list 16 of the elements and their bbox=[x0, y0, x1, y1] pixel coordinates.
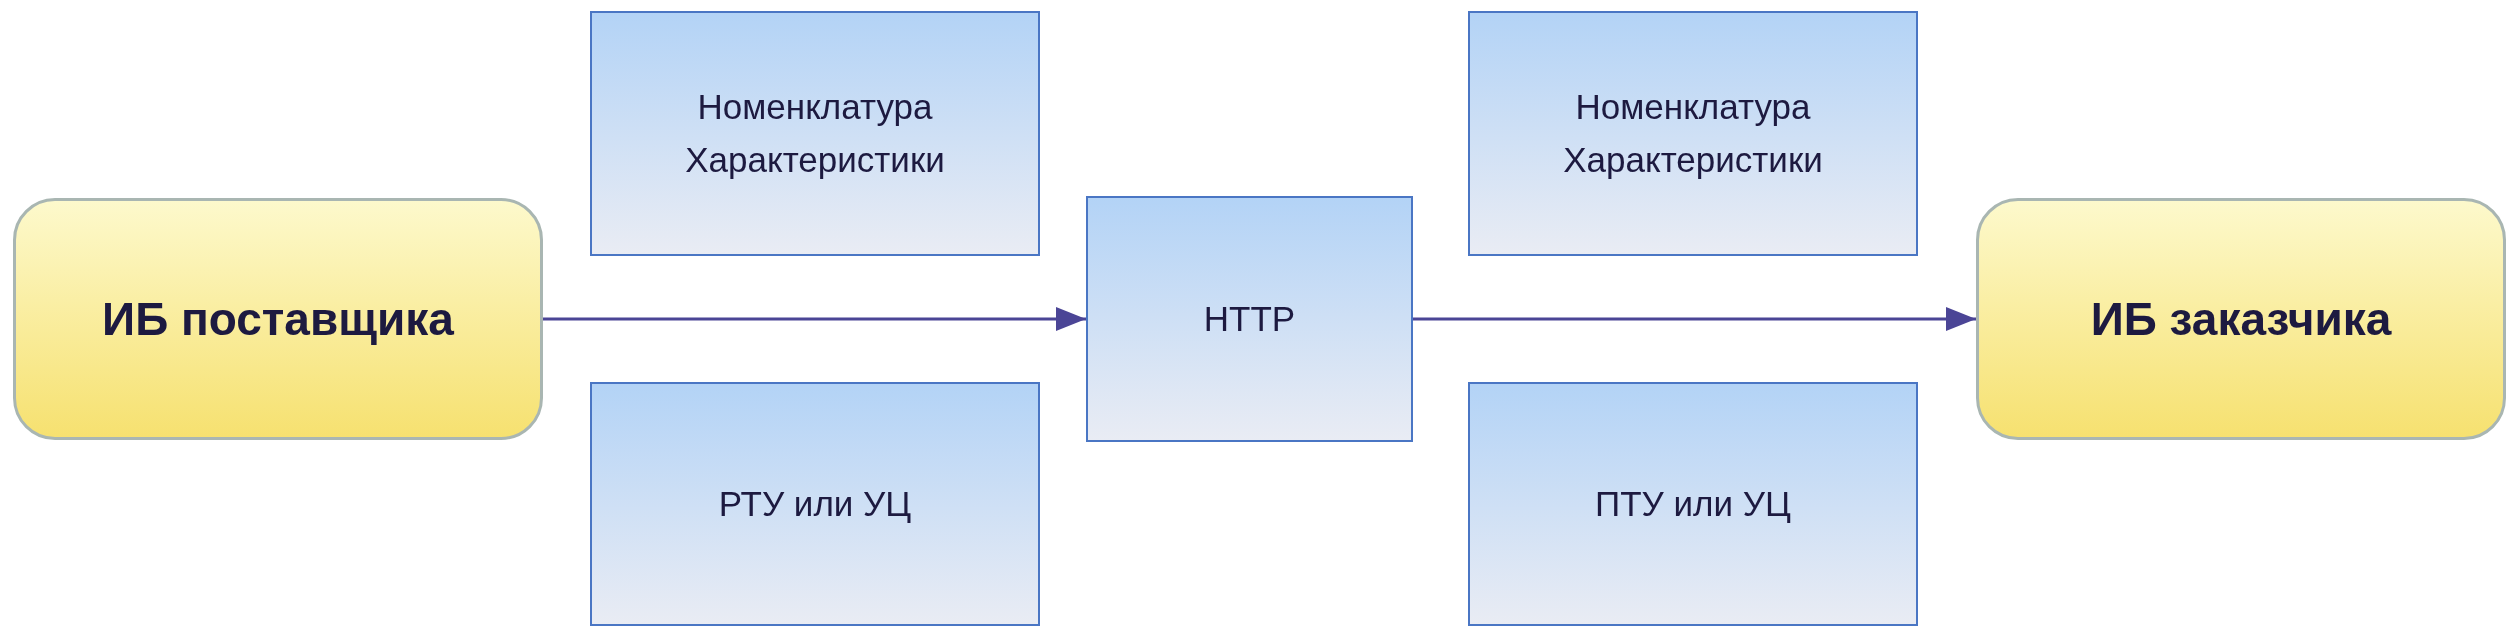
node-label: ПТУ или УЦ bbox=[1594, 482, 1792, 525]
node-label: РТУ или УЦ bbox=[717, 482, 913, 525]
data-box bbox=[1086, 196, 1413, 442]
node-label: Номенклатура Характеристики bbox=[1562, 86, 1824, 181]
node-label: ИБ заказчика bbox=[2089, 292, 2393, 346]
node-label: HTTP bbox=[1202, 297, 1297, 340]
system-box bbox=[13, 198, 543, 440]
data-box bbox=[590, 11, 1040, 256]
arrow bbox=[543, 307, 1086, 331]
system-box bbox=[1976, 198, 2506, 440]
data-box bbox=[1468, 11, 1918, 256]
data-box bbox=[590, 382, 1040, 626]
node-label: Номенклатура Характеристики bbox=[684, 86, 946, 181]
data-box bbox=[1468, 382, 1918, 626]
node-label: ИБ поставщика bbox=[101, 292, 455, 346]
arrow bbox=[1413, 307, 1976, 331]
